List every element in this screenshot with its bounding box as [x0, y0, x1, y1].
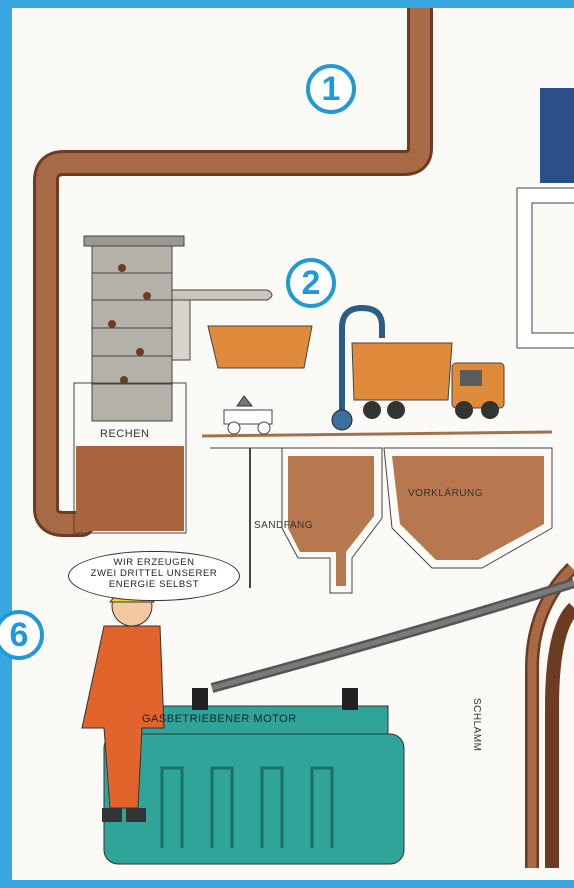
speech-line-1: WIR ERZEUGEN: [69, 557, 239, 568]
label-rechen: RECHEN: [100, 428, 149, 440]
label-sandfang: SANDFANG: [254, 520, 313, 531]
primary-clarifier-tank: [384, 448, 552, 568]
label-schlamm: SCHLAMM: [471, 698, 482, 752]
speech-line-3: ENERGIE SELBST: [69, 579, 239, 590]
illustration-canvas: RECHEN SANDFANG VORKLÄRUNG GASBETRIEBENE…: [12, 8, 574, 880]
step-badge-2: 2: [286, 258, 336, 308]
step-badge-1: 1: [306, 64, 356, 114]
label-motor: GASBETRIEBENER MOTOR: [142, 713, 297, 725]
speech-bubble: WIR ERZEUGEN ZWEI DRITTEL UNSERER ENERGI…: [68, 551, 240, 601]
speech-line-2: ZWEI DRITTEL UNSERER: [69, 568, 239, 579]
truck: [352, 343, 504, 419]
buggy: [224, 396, 272, 434]
sand-container: [208, 326, 312, 368]
rake-tower: [74, 236, 186, 533]
label-vorklaerung: VORKLÄRUNG: [408, 488, 483, 499]
person-right: [540, 88, 574, 183]
illustration-drawing: [12, 8, 574, 880]
